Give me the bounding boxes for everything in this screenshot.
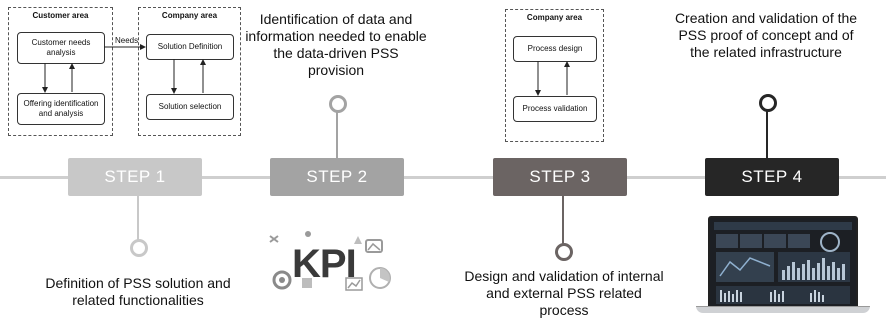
laptop-screen <box>708 216 858 310</box>
company-area-title: Company area <box>161 11 218 20</box>
step-4-block: STEP 4 <box>705 158 839 196</box>
needs-label: Needs <box>115 36 139 45</box>
solution-definition-box: Solution Definition <box>146 34 234 60</box>
process-design-box: Process design <box>513 36 597 62</box>
step-1-label: STEP 1 <box>104 167 166 186</box>
step-3-label: STEP 3 <box>529 167 591 186</box>
step-4-caption: Creation and validation of the PSS proof… <box>674 10 858 60</box>
step-1-connector <box>137 196 139 240</box>
step-2-label: STEP 2 <box>306 167 368 186</box>
solution-selection-box: Solution selection <box>146 94 234 120</box>
laptop-base <box>696 306 870 313</box>
step-3-block: STEP 3 <box>493 158 627 196</box>
customer-area-title: Customer area <box>32 11 89 20</box>
gear-icon <box>272 270 292 290</box>
step-2-block: STEP 2 <box>270 158 404 196</box>
step-3-caption: Design and validation of internal and ex… <box>464 268 664 318</box>
cross-icon <box>269 235 279 243</box>
step-4-pin <box>759 94 777 112</box>
chart-icon <box>345 277 363 291</box>
step-3-connector <box>562 196 564 244</box>
timeline-line <box>0 176 886 179</box>
dashboard-illustration <box>714 222 852 304</box>
process-validation-box: Process validation <box>513 96 597 122</box>
step-3-pin <box>555 243 573 261</box>
kpi-decor <box>269 231 391 291</box>
step-4-label: STEP 4 <box>741 167 803 186</box>
step-1-caption: Definition of PSS solution and related f… <box>45 275 231 308</box>
step-2-pin <box>329 95 347 113</box>
company-area-title-step3: Company area <box>526 13 583 22</box>
image-icon <box>365 239 383 253</box>
step-1-block: STEP 1 <box>68 158 202 196</box>
step-2-caption: Identification of data and information n… <box>245 11 427 78</box>
kpi-text: KPI <box>292 242 357 286</box>
step-1-pin <box>130 239 148 257</box>
customer-needs-box: Customer needs analysis <box>17 32 105 64</box>
step-2-connector <box>336 112 338 158</box>
offering-box: Offering identification and analysis <box>17 93 105 125</box>
step-4-connector <box>766 111 768 158</box>
kpi-illustration: KPI <box>262 228 400 296</box>
